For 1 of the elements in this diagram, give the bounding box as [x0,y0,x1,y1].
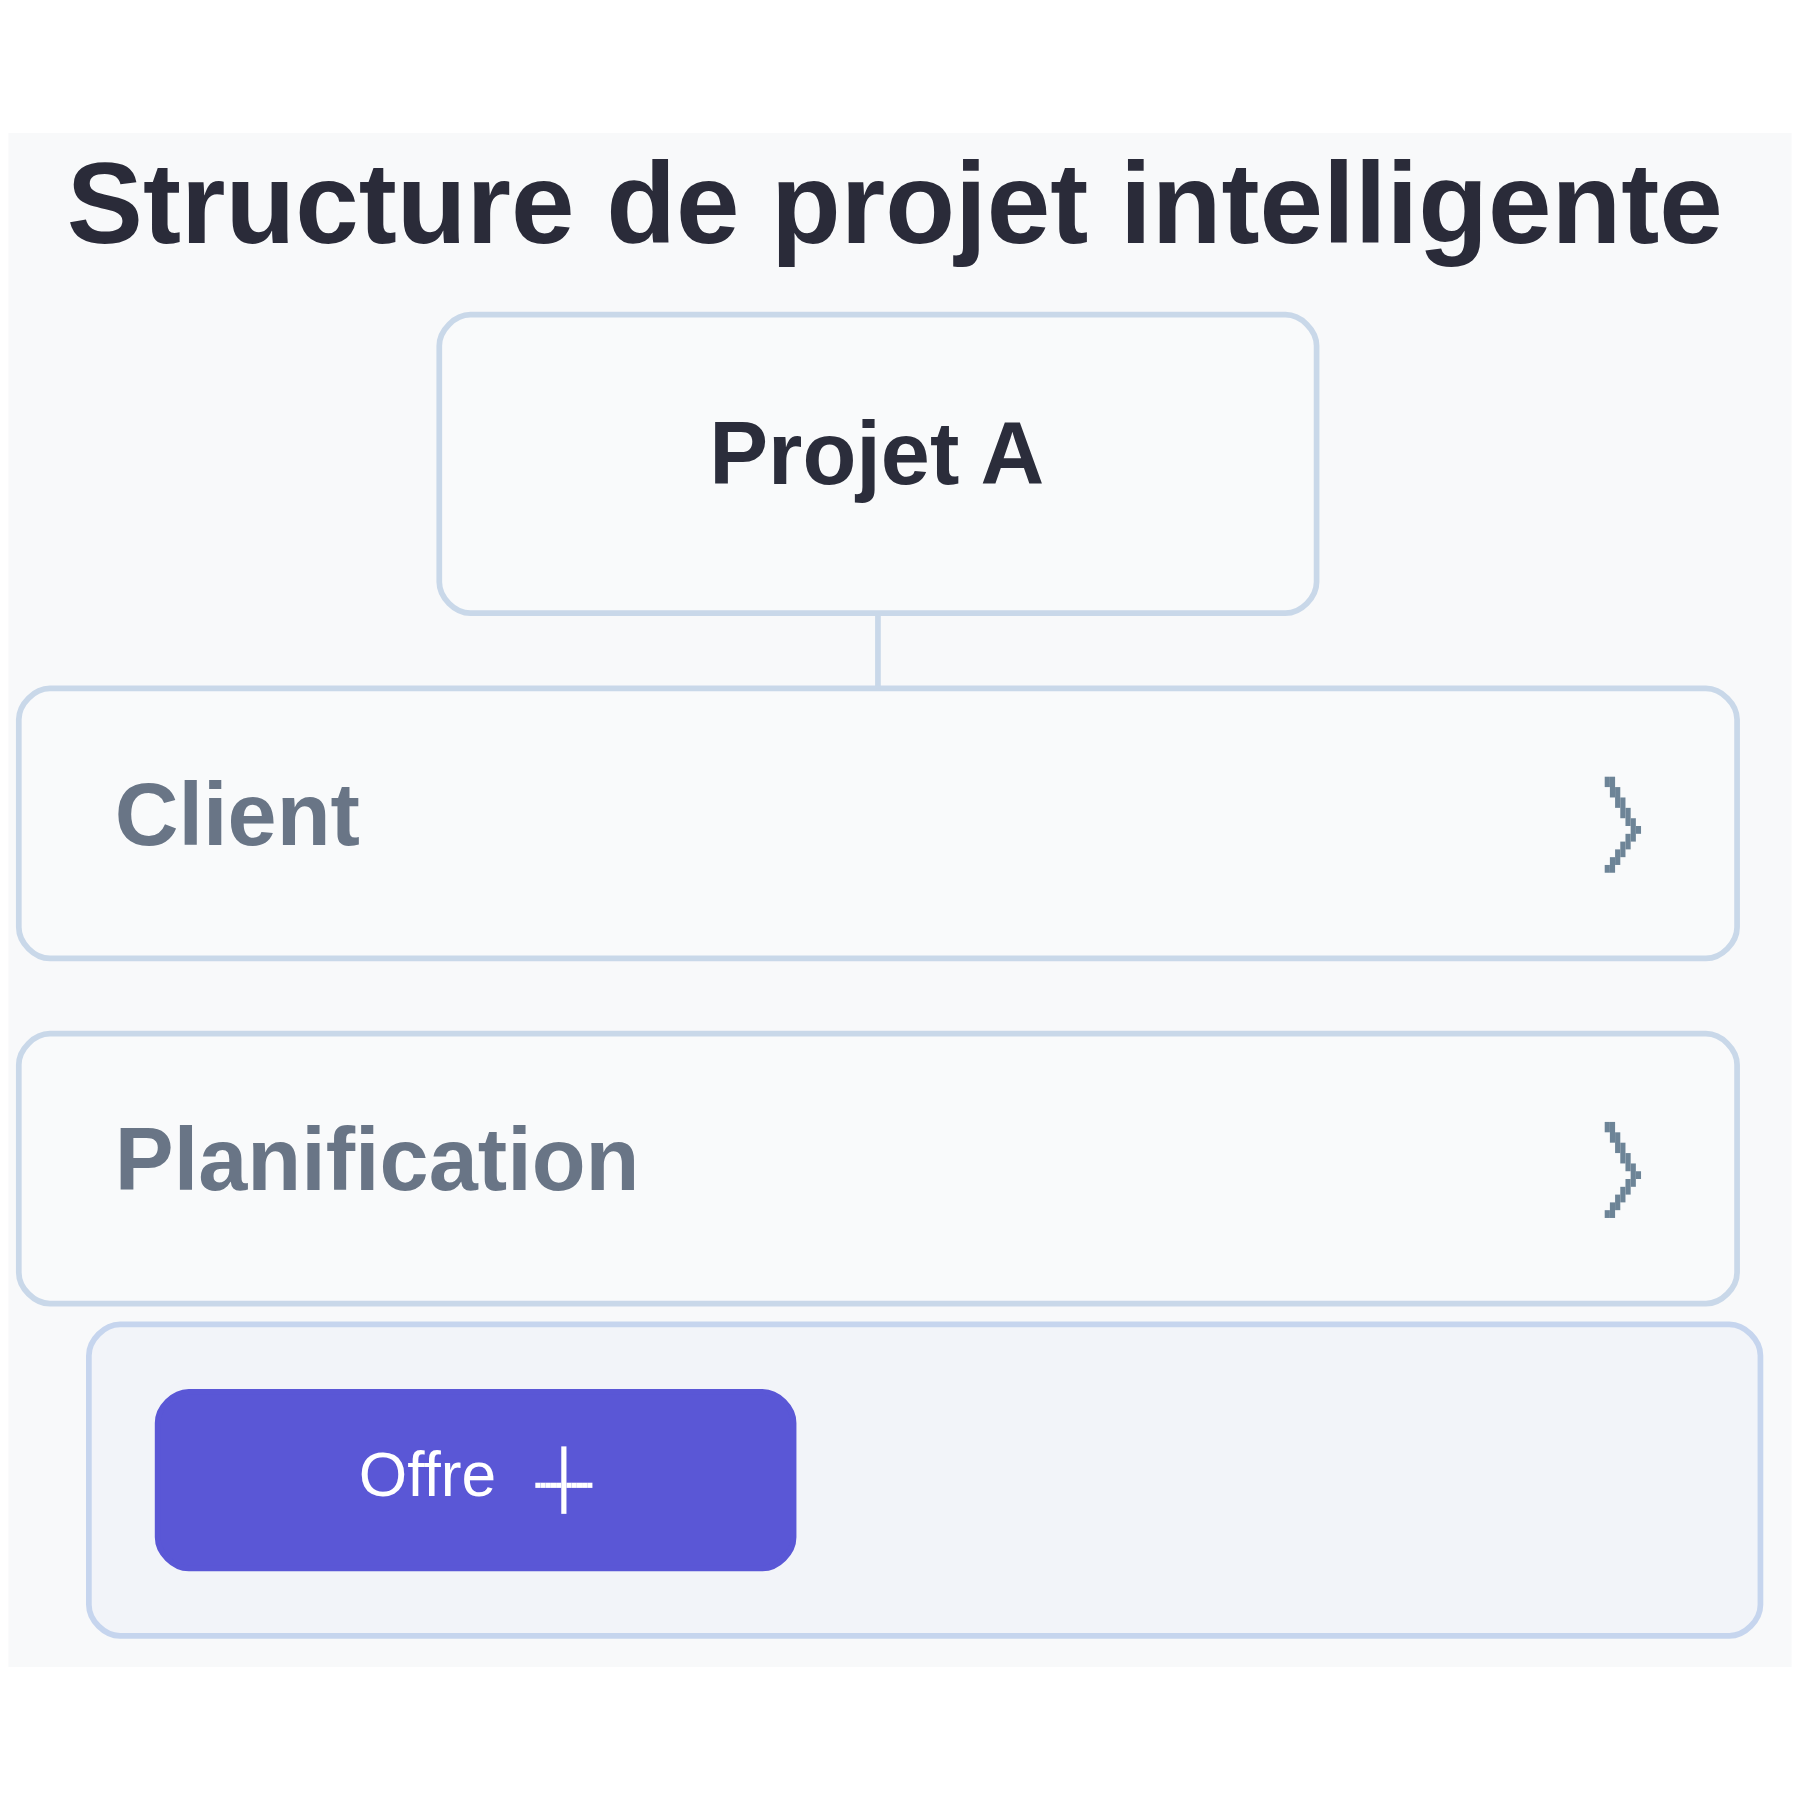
diagram-title: Structure de projet intelligente [66,139,1723,267]
